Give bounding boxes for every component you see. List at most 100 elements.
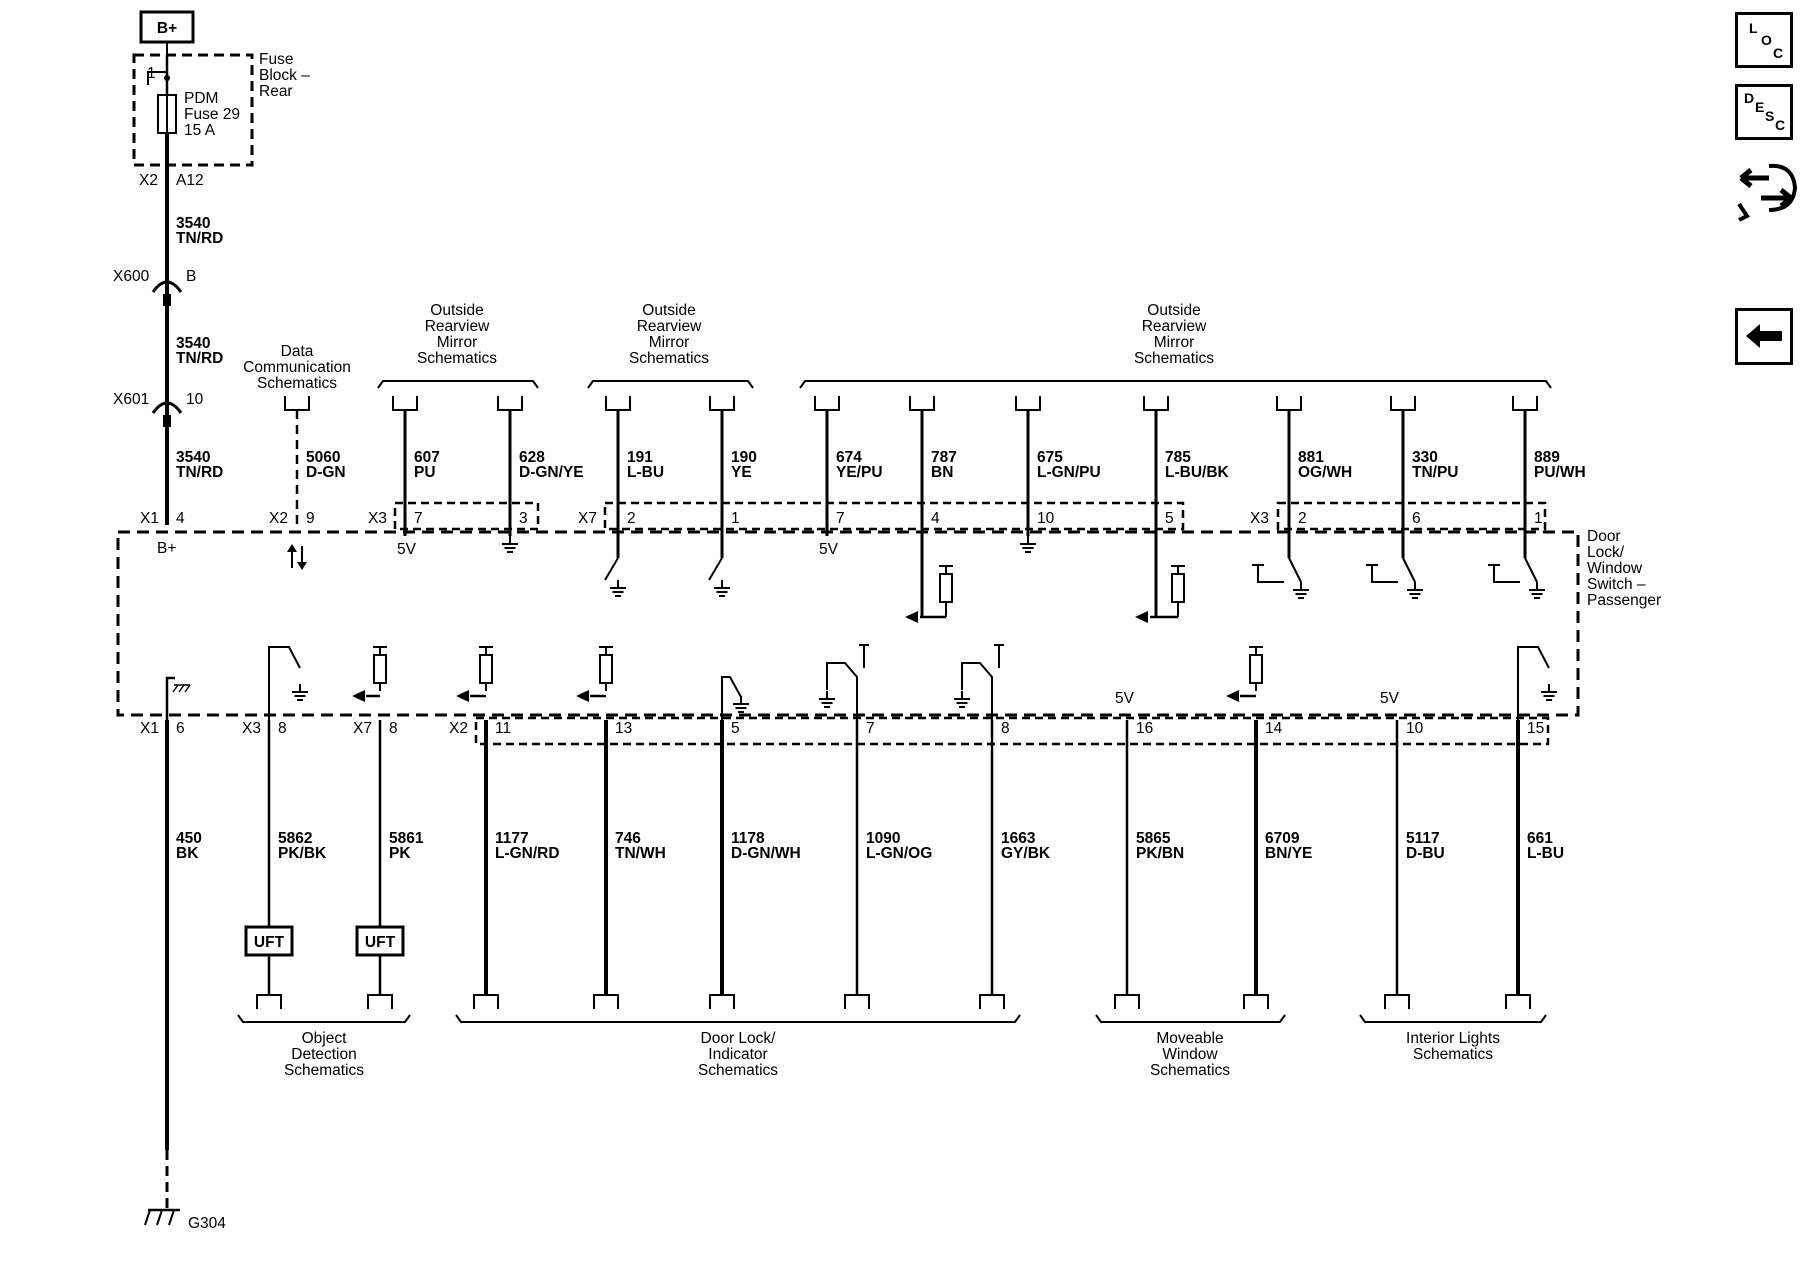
wire-675-color: L-GN/PU <box>1037 464 1101 481</box>
object-detection-line-2: Detection <box>291 1046 356 1063</box>
door-lock-indicator-bracket <box>455 1014 1021 1023</box>
wire-5865-color: PK/BN <box>1136 845 1184 862</box>
top-conn-x7: X7 <box>578 510 597 527</box>
moveable-window-line-3: Schematics <box>1150 1062 1230 1079</box>
mirror-group-1-line-4: Schematics <box>417 350 497 367</box>
desc-button[interactable]: D E S C <box>1735 84 1793 140</box>
top-pin-6: 4 <box>931 510 940 527</box>
object-detection-line-3: Schematics <box>284 1062 364 1079</box>
v5-bottom-a: 5V <box>1115 690 1135 707</box>
chassis-ground-g304-icon <box>144 1208 180 1226</box>
wire-6709-color: BN/YE <box>1265 845 1312 862</box>
wire-1663-color: GY/BK <box>1001 845 1051 862</box>
uft-box-2 <box>355 925 405 957</box>
wire-6709-num: 6709 <box>1265 830 1300 847</box>
interior-lights-bracket <box>1359 1014 1547 1023</box>
x2-bottom-shell <box>474 716 1550 746</box>
internal-bottom-circuits <box>165 644 1558 720</box>
top-pin-8: 5 <box>1165 510 1174 527</box>
top-pin-5: 7 <box>836 510 845 527</box>
bottom-terminal-5861 <box>367 994 393 1010</box>
fuse-block-label-2: Block – <box>259 67 310 84</box>
wire-5117-num: 5117 <box>1406 830 1440 847</box>
top-terminal-628 <box>497 395 523 411</box>
wire-661-color: L-BU <box>1527 845 1564 862</box>
loc-letter-o: O <box>1761 32 1772 48</box>
bottom-pin-10: 14 <box>1265 720 1283 737</box>
fuse-name: PDM <box>184 90 218 107</box>
ground-label: G304 <box>188 1215 226 1232</box>
desc-letter-e: E <box>1755 99 1765 115</box>
data-bus-arrows-icon <box>287 544 307 570</box>
bottom-pin-8: 8 <box>1001 720 1010 737</box>
mirror-group-1-bracket <box>377 380 539 389</box>
wire-5862-num: 5862 <box>278 830 312 847</box>
mirror-group-2-line-3: Mirror <box>649 334 689 351</box>
desc-letter-s: S <box>1765 108 1775 124</box>
x3-top-shell-a <box>393 501 540 531</box>
connector-end-view-icon[interactable] <box>1735 158 1798 224</box>
mirror-group-1-line-1: Outside <box>430 302 483 319</box>
wire-674-num: 674 <box>836 449 862 466</box>
wire-190-color: YE <box>731 464 752 481</box>
wire-5117-color: D-BU <box>1406 845 1445 862</box>
bottom-conn-x1: X1 <box>140 720 159 737</box>
wire-5861-num: 5861 <box>389 830 424 847</box>
data-comm-label-1: Data <box>281 343 314 360</box>
top-terminal-787 <box>909 395 935 411</box>
door-lock-window-switch-module <box>116 530 1580 717</box>
fuse-block-bus-bracket <box>147 71 167 85</box>
wire-5861-color: PK <box>389 845 411 862</box>
mirror-group-3-line-2: Rearview <box>1142 318 1207 335</box>
interior-lights-line-1: Interior Lights <box>1406 1030 1500 1047</box>
bplus-pin-label: B+ <box>157 540 176 557</box>
bottom-conn-x7: X7 <box>353 720 372 737</box>
bottom-pin-2: 8 <box>278 720 287 737</box>
wire-1177-color: L-GN/RD <box>495 845 560 862</box>
module-label-2: Lock/ <box>1587 544 1625 561</box>
x1-top-label: X1 <box>140 510 159 527</box>
wire-674-color: YE/PU <box>836 464 883 481</box>
module-label-5: Passenger <box>1587 592 1661 609</box>
wire-191-color: L-BU <box>627 464 664 481</box>
top-terminal-785 <box>1143 395 1169 411</box>
wire-607-color: PU <box>414 464 436 481</box>
back-button[interactable] <box>1735 308 1793 365</box>
top-terminal-675 <box>1015 395 1041 411</box>
loc-letter-c: C <box>1773 45 1784 61</box>
moveable-window-bracket <box>1095 1014 1286 1023</box>
x601-label: X601 <box>113 391 149 408</box>
bottom-terminal-5117 <box>1384 994 1410 1010</box>
door-lock-indicator-line-2: Indicator <box>708 1046 767 1063</box>
bottom-terminal-5865 <box>1114 994 1140 1010</box>
data-comm-label-2: Communication <box>243 359 351 376</box>
wire-5865-num: 5865 <box>1136 830 1171 847</box>
wire-3540-color-3: TN/RD <box>176 464 223 481</box>
module-label-1: Door <box>1587 528 1621 545</box>
x600-label: X600 <box>113 268 150 285</box>
module-label-3: Window <box>1587 560 1643 577</box>
mirror-group-2-bracket <box>587 380 754 389</box>
top-terminal-330 <box>1390 395 1416 411</box>
top-pin-9: 2 <box>1298 510 1307 527</box>
top-pin-1: 7 <box>414 510 423 527</box>
top-terminal-881 <box>1276 395 1302 411</box>
x7-top-shell <box>603 501 1185 531</box>
uft-label-1: UFT <box>254 934 285 951</box>
data-comm-label-3: Schematics <box>257 375 337 392</box>
bottom-conn-x3: X3 <box>242 720 261 737</box>
bottom-pin-5: 13 <box>615 720 632 737</box>
bottom-terminal-661 <box>1505 994 1531 1010</box>
mirror-group-2-line-4: Schematics <box>629 350 709 367</box>
wire-889-num: 889 <box>1534 449 1560 466</box>
loc-button[interactable]: L O C <box>1735 12 1793 68</box>
wire-5060-num: 5060 <box>306 449 340 466</box>
wire-5060-color: D-GN <box>306 464 346 481</box>
wire-785-num: 785 <box>1165 449 1191 466</box>
top-terminal-889 <box>1512 395 1538 411</box>
fuse-pin-1: 1 <box>147 65 156 82</box>
internal-top-circuits <box>501 535 1546 623</box>
top-terminal-607 <box>392 395 418 411</box>
fuse-block-label-3: Rear <box>259 83 293 100</box>
mirror-group-3-line-1: Outside <box>1147 302 1200 319</box>
